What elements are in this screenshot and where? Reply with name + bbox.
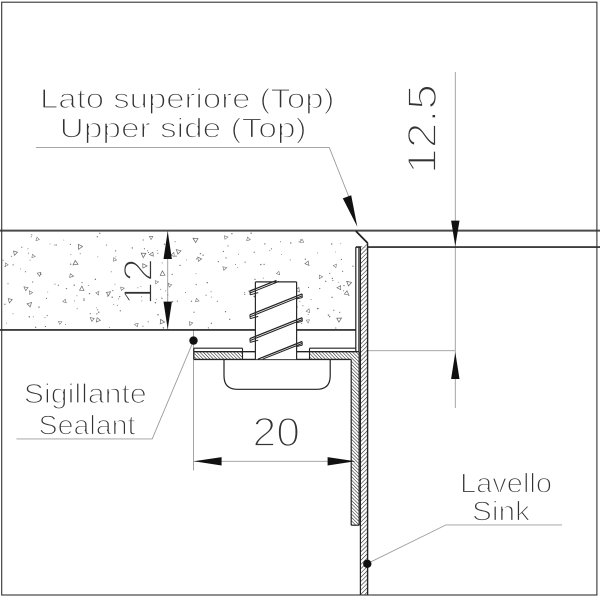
svg-text:12: 12 [115,258,161,305]
svg-text:Sigillante: Sigillante [24,378,147,409]
svg-text:Lato superiore (Top): Lato superiore (Top) [40,83,335,114]
svg-text:Lavello: Lavello [460,467,552,498]
svg-text:Upper side (Top): Upper side (Top) [60,113,307,144]
svg-text:Sink: Sink [472,495,530,526]
svg-text:12.5: 12.5 [399,84,445,174]
svg-text:20: 20 [253,409,301,455]
svg-text:Sealant: Sealant [39,409,136,440]
